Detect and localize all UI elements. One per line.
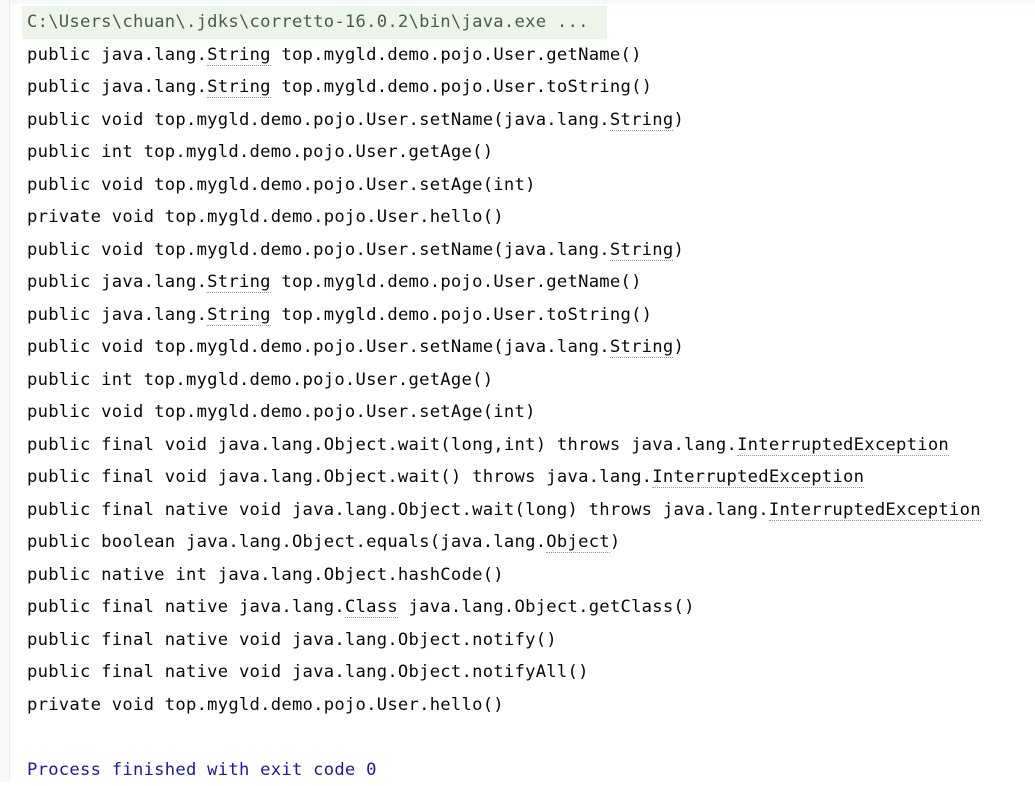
output-line: public final native void java.lang.Objec… [27, 494, 1035, 527]
run-console-output[interactable]: C:\Users\chuan\.jdks\corretto-16.0.2\bin… [27, 6, 1035, 786]
class-reference-link[interactable]: InterruptedException [652, 467, 864, 488]
output-text: public boolean java.lang.Object.equals(j… [27, 532, 546, 552]
output-text: ) [673, 337, 684, 357]
output-text: public java.lang. [27, 272, 207, 292]
output-text: public java.lang. [27, 45, 207, 65]
output-text: public native int java.lang.Object.hashC… [27, 565, 504, 585]
output-lines: public java.lang.String top.mygld.demo.p… [27, 39, 1035, 722]
output-text: public java.lang. [27, 77, 207, 97]
output-text: public void top.mygld.demo.pojo.User.set… [27, 337, 610, 357]
output-text: public final native void java.lang.Objec… [27, 500, 769, 520]
output-text: top.mygld.demo.pojo.User.toString() [271, 77, 653, 97]
output-line: public int top.mygld.demo.pojo.User.getA… [27, 136, 1035, 169]
output-line: public final void java.lang.Object.wait(… [27, 429, 1035, 462]
exit-message: Process finished with exit code 0 [27, 754, 1035, 786]
output-text: ) [610, 532, 621, 552]
output-text: java.lang.Object.getClass() [398, 597, 695, 617]
output-text: public int top.mygld.demo.pojo.User.getA… [27, 370, 493, 390]
output-text: public final native void java.lang.Objec… [27, 662, 589, 682]
output-text: public void top.mygld.demo.pojo.User.set… [27, 240, 610, 260]
output-line: public java.lang.String top.mygld.demo.p… [27, 39, 1035, 72]
output-text: public java.lang. [27, 305, 207, 325]
console-gutter [0, 0, 10, 782]
class-reference-link[interactable]: String [207, 272, 271, 293]
class-reference-link[interactable]: String [610, 240, 674, 261]
output-text: public final void java.lang.Object.wait(… [27, 467, 652, 487]
output-line: public native int java.lang.Object.hashC… [27, 559, 1035, 592]
output-text: public final native java.lang. [27, 597, 345, 617]
class-reference-link[interactable]: InterruptedException [769, 500, 981, 521]
output-text: top.mygld.demo.pojo.User.toString() [271, 305, 653, 325]
output-line: public void top.mygld.demo.pojo.User.set… [27, 396, 1035, 429]
output-text: public void top.mygld.demo.pojo.User.set… [27, 110, 610, 130]
output-line: public java.lang.String top.mygld.demo.p… [27, 299, 1035, 332]
output-text: top.mygld.demo.pojo.User.getName() [271, 45, 642, 65]
output-text: private void top.mygld.demo.pojo.User.he… [27, 207, 504, 227]
output-line: public final native void java.lang.Objec… [27, 656, 1035, 689]
output-line: public final void java.lang.Object.wait(… [27, 461, 1035, 494]
output-line: public java.lang.String top.mygld.demo.p… [27, 71, 1035, 104]
output-text: public void top.mygld.demo.pojo.User.set… [27, 402, 536, 422]
output-line: public void top.mygld.demo.pojo.User.set… [27, 169, 1035, 202]
class-reference-link[interactable]: String [207, 45, 271, 66]
output-text: ) [673, 240, 684, 260]
output-text: public void top.mygld.demo.pojo.User.set… [27, 175, 536, 195]
output-text: private void top.mygld.demo.pojo.User.he… [27, 695, 504, 715]
output-line: public int top.mygld.demo.pojo.User.getA… [27, 364, 1035, 397]
output-line: public java.lang.String top.mygld.demo.p… [27, 266, 1035, 299]
class-reference-link[interactable]: Object [546, 532, 610, 553]
class-reference-link[interactable]: String [207, 77, 271, 98]
output-line: public final native java.lang.Class java… [27, 591, 1035, 624]
output-text: public final void java.lang.Object.wait(… [27, 435, 737, 455]
output-text: public int top.mygld.demo.pojo.User.getA… [27, 142, 493, 162]
class-reference-link[interactable]: Class [345, 597, 398, 618]
output-text: public final native void java.lang.Objec… [27, 630, 557, 650]
class-reference-link[interactable]: String [207, 305, 271, 326]
output-line: public void top.mygld.demo.pojo.User.set… [27, 234, 1035, 267]
class-reference-link[interactable]: InterruptedException [737, 435, 949, 456]
output-line: public void top.mygld.demo.pojo.User.set… [27, 104, 1035, 137]
class-reference-link[interactable]: String [610, 110, 674, 131]
top-border [0, 0, 1035, 4]
output-text: top.mygld.demo.pojo.User.getName() [271, 272, 642, 292]
output-line: private void top.mygld.demo.pojo.User.he… [27, 201, 1035, 234]
blank-line [27, 721, 1035, 754]
output-line: public final native void java.lang.Objec… [27, 624, 1035, 657]
output-line: public void top.mygld.demo.pojo.User.set… [27, 331, 1035, 364]
class-reference-link[interactable]: String [610, 337, 674, 358]
output-line: public boolean java.lang.Object.equals(j… [27, 526, 1035, 559]
output-line: private void top.mygld.demo.pojo.User.he… [27, 689, 1035, 722]
output-text: ) [673, 110, 684, 130]
command-line[interactable]: C:\Users\chuan\.jdks\corretto-16.0.2\bin… [22, 6, 607, 39]
